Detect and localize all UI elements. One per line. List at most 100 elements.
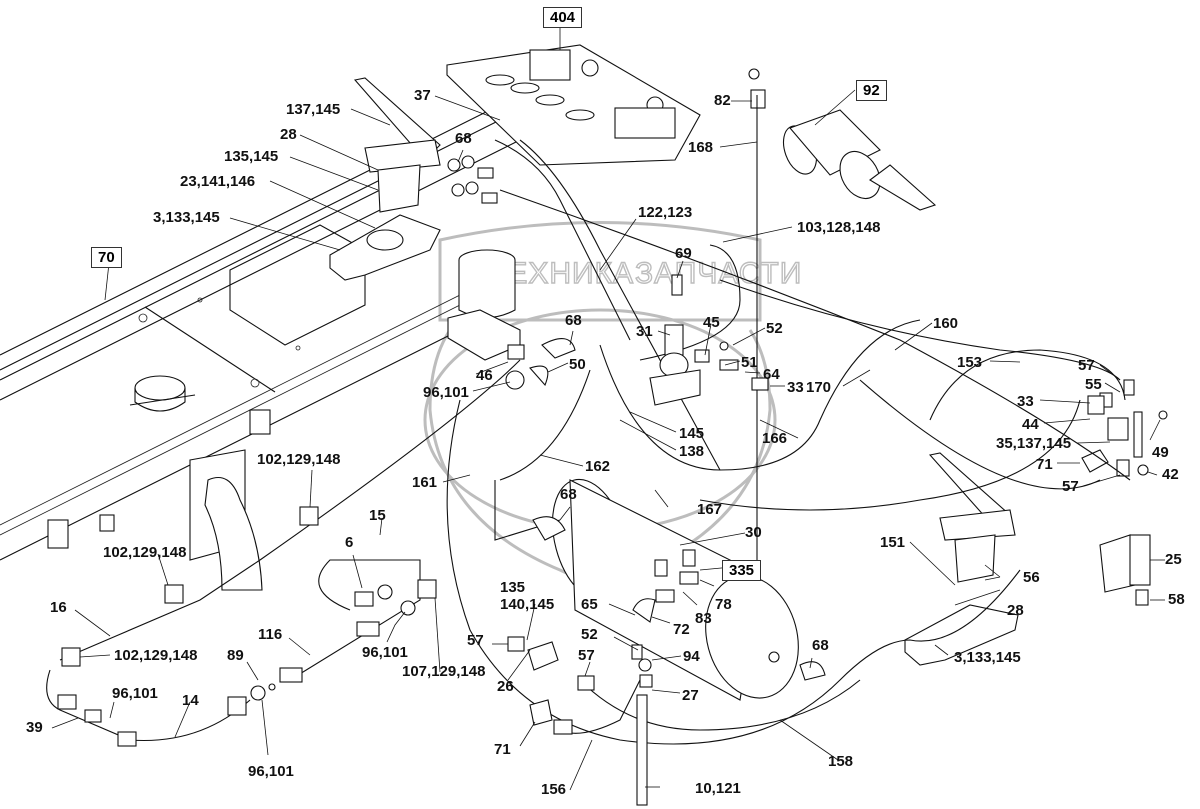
callout-102-129-148-a: 102,129,148	[257, 451, 341, 468]
callout-166: 166	[762, 430, 788, 447]
leader-lines	[51, 28, 1165, 791]
callout-64: 64	[763, 366, 780, 383]
callout-23-141-146: 23,141,146	[180, 173, 256, 190]
callout-45: 45	[703, 314, 720, 331]
callout-44: 44	[1022, 416, 1039, 433]
callout-33-right: 33	[1017, 393, 1034, 410]
callout-57-low-b: 57	[578, 647, 595, 664]
callout-57-right-mid: 57	[1062, 478, 1079, 495]
callout-71-low: 71	[494, 741, 511, 758]
brake-pedal-left	[329, 77, 441, 281]
callout-168: 168	[688, 139, 714, 156]
filler-cap	[129, 375, 196, 412]
callout-27: 27	[682, 687, 699, 704]
callout-161: 161	[412, 474, 438, 491]
callout-102-129-148-c: 102,129,148	[114, 647, 198, 664]
callout-82: 82	[714, 92, 731, 109]
control-panel	[446, 44, 701, 166]
callout-151: 151	[880, 534, 906, 551]
callout-72: 72	[673, 621, 690, 638]
callout-162: 162	[585, 458, 611, 475]
callout-15: 15	[369, 507, 386, 524]
brake-pedal-right	[904, 452, 1019, 666]
callout-83: 83	[695, 610, 712, 627]
air-dryer	[447, 249, 521, 361]
valve-25	[1099, 534, 1151, 606]
callout-51: 51	[741, 354, 758, 371]
callout-52-low: 52	[581, 626, 598, 643]
callout-96-101-d: 96,101	[248, 763, 294, 780]
callout-35-137-145: 35,137,145	[996, 435, 1072, 452]
brake-actuator	[748, 68, 937, 211]
callout-57-low-a: 57	[467, 632, 484, 649]
callout-94: 94	[683, 648, 700, 665]
callout-3-133-145-top: 3,133,145	[153, 209, 220, 226]
air-tank	[552, 478, 799, 701]
callout-25: 25	[1165, 551, 1182, 568]
callout-68-top: 68	[455, 130, 472, 147]
callout-116: 116	[258, 626, 283, 643]
callout-96-101-mid: 96,101	[423, 384, 469, 401]
small-fittings	[57, 506, 437, 747]
callout-102-129-148-b: 102,129,148	[103, 544, 187, 561]
callout-65: 65	[581, 596, 598, 613]
callout-167: 167	[697, 501, 723, 518]
ref-box-404: 404	[543, 7, 583, 28]
callout-28-right: 28	[1007, 602, 1024, 619]
callout-69: 69	[675, 245, 692, 262]
ref-box-92: 92	[856, 80, 887, 101]
callout-57-right-top: 57	[1078, 357, 1095, 374]
callout-33-mid: 33	[787, 379, 804, 396]
callout-96-101-c: 96,101	[112, 685, 158, 702]
callout-107-129-148: 107,129,148	[402, 663, 486, 680]
callout-78: 78	[715, 596, 732, 613]
callout-122-123: 122,123	[638, 204, 693, 221]
callout-158: 158	[828, 753, 854, 770]
watermark-text-right: ЗАПЧАСТИ	[635, 257, 802, 290]
callout-135: 135	[500, 579, 526, 596]
callout-42: 42	[1162, 466, 1179, 483]
callout-30: 30	[745, 524, 762, 541]
callout-28-top: 28	[280, 126, 297, 143]
callout-10-121: 10,121	[695, 780, 741, 797]
callout-58: 58	[1168, 591, 1185, 608]
callout-68-tank: 68	[812, 637, 829, 654]
callout-137-145: 137,145	[286, 101, 341, 118]
callout-56: 56	[1023, 569, 1040, 586]
central-valves	[505, 274, 769, 406]
pipes	[46, 95, 1131, 745]
callout-26: 26	[497, 678, 514, 695]
callout-89: 89	[227, 647, 244, 664]
callout-16: 16	[50, 599, 67, 616]
callout-52-mid: 52	[766, 320, 783, 337]
callout-145: 145	[679, 425, 705, 442]
callout-39: 39	[26, 719, 43, 736]
callout-138: 138	[679, 443, 705, 460]
fittings-68-top	[447, 155, 498, 204]
chassis-frame	[0, 74, 641, 561]
callout-37: 37	[414, 87, 431, 104]
callout-31: 31	[636, 323, 653, 340]
callout-3-133-145-right: 3,133,145	[954, 649, 1021, 666]
callout-160: 160	[933, 315, 959, 332]
callout-68-low: 68	[560, 486, 577, 503]
callout-49: 49	[1152, 444, 1169, 461]
callout-140-145: 140,145	[500, 596, 555, 613]
callout-50: 50	[569, 356, 586, 373]
callout-103-128-148: 103,128,148	[797, 219, 881, 236]
callout-156: 156	[541, 781, 567, 798]
callout-135-145: 135,145	[224, 148, 279, 165]
callout-71-right: 71	[1036, 456, 1053, 473]
callout-170: 170	[806, 379, 832, 396]
ref-box-335: 335	[722, 560, 762, 581]
callout-68-mid: 68	[565, 312, 582, 329]
callout-153: 153	[957, 354, 983, 371]
exhaust-elbow	[189, 449, 263, 591]
callout-96-101-b: 96,101	[362, 644, 408, 661]
ref-box-70: 70	[91, 247, 122, 268]
callout-46: 46	[476, 367, 493, 384]
callout-6: 6	[345, 534, 354, 551]
callout-55: 55	[1085, 376, 1102, 393]
lower-fittings	[507, 516, 826, 806]
